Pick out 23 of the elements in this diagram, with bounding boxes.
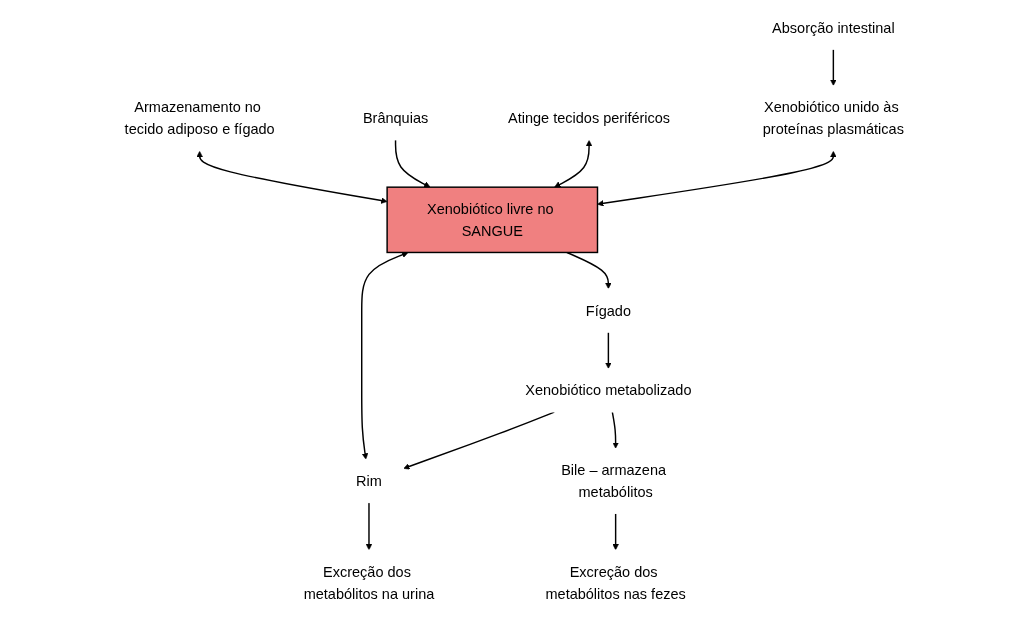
arrow (394, 139, 431, 188)
node-text: Fígado (585, 302, 631, 319)
arrow (597, 150, 837, 207)
node-text: Excreção dos metabólitos nas fezes (545, 563, 686, 602)
node-text: Rim (356, 473, 382, 489)
node-text: Xenobiótico metabolizado (525, 382, 692, 399)
arrow (830, 48, 837, 86)
arrow (566, 251, 612, 290)
node-text: Excreção dos metabólitos na urina (303, 563, 435, 602)
node-text: Atinge tecidos periféricos (508, 110, 671, 127)
arrow (612, 512, 619, 551)
node-box: Xenobiótico livre no SANGUE (386, 186, 599, 254)
arrow (196, 150, 388, 204)
node-text: Xenobiótico unido às proteínas plasmáticas (762, 99, 904, 138)
arrow (605, 331, 612, 369)
arrow (365, 502, 373, 551)
node-text: Brânquias (362, 110, 429, 127)
node-text: Absorção intestinal (772, 19, 895, 36)
arrow (611, 411, 619, 449)
node-text: Armazenamento no tecido adiposo e fígado (124, 99, 275, 138)
arrow (361, 251, 409, 460)
arrow (554, 140, 593, 188)
node-text: Bile – armazena metabólitos (561, 462, 667, 500)
